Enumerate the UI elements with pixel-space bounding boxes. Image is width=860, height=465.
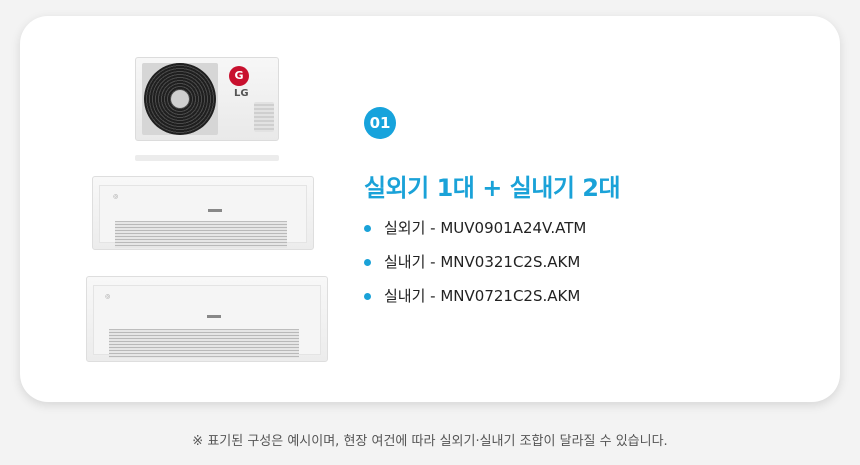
indoor-vent bbox=[109, 329, 299, 358]
product-images: G LG ◎ ◎ bbox=[20, 16, 350, 402]
footnote: ※ 표기된 구성은 예시이며, 현장 여건에 따라 실외기·실내기 조합이 달라… bbox=[192, 434, 668, 449]
lg-logo-icon: G bbox=[229, 66, 249, 86]
indoor-badge bbox=[208, 209, 222, 212]
indoor-logo-mark: ◎ bbox=[113, 193, 119, 200]
spec-text: 실내기 - MNV0321C2S.AKM bbox=[384, 253, 581, 271]
lg-logo-text: LG bbox=[234, 88, 249, 99]
product-card: G LG ◎ ◎ 01 실외기 1대 + 실내기 2대 실외기 - MUV090… bbox=[20, 16, 840, 402]
outdoor-unit-base bbox=[135, 155, 279, 161]
spec-text: 실내기 - MNV0721C2S.AKM bbox=[384, 287, 581, 305]
indoor-vent bbox=[115, 221, 287, 248]
outdoor-unit-image: G LG bbox=[135, 57, 279, 141]
spec-item: 실외기 - MUV0901A24V.ATM bbox=[364, 216, 586, 250]
spec-item: 실내기 - MNV0721C2S.AKM bbox=[364, 284, 586, 318]
spec-text: 실외기 - MUV0901A24V.ATM bbox=[384, 219, 587, 237]
spec-item: 실내기 - MNV0321C2S.AKM bbox=[364, 250, 586, 284]
fan-hub bbox=[171, 90, 189, 108]
indoor-unit-image-1: ◎ bbox=[92, 176, 314, 250]
side-grill bbox=[254, 102, 274, 132]
bullet-icon bbox=[364, 259, 371, 266]
bullet-icon bbox=[364, 293, 371, 300]
indoor-logo-mark: ◎ bbox=[105, 293, 111, 300]
step-number-badge: 01 bbox=[364, 107, 396, 139]
indoor-badge bbox=[207, 315, 221, 318]
combo-heading: 실외기 1대 + 실내기 2대 bbox=[364, 174, 621, 202]
spec-list: 실외기 - MUV0901A24V.ATM 실내기 - MNV0321C2S.A… bbox=[364, 216, 586, 318]
fan-housing bbox=[142, 63, 218, 135]
bullet-icon bbox=[364, 225, 371, 232]
indoor-unit-image-2: ◎ bbox=[86, 276, 328, 362]
